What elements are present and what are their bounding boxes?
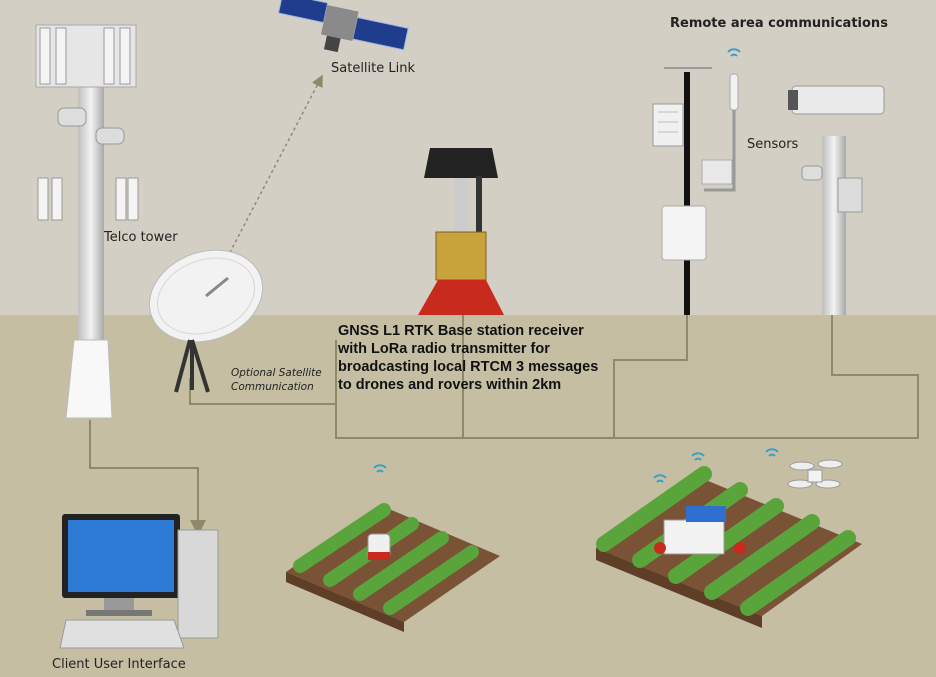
remote-area-label: Remote area communications: [670, 16, 888, 31]
telco-tower-icon: [35, 24, 139, 419]
sensors-label: Sensors: [747, 137, 799, 152]
robot-rover-icon: [367, 533, 391, 560]
camera-pole-icon: [788, 85, 885, 315]
weather-station-icon: [652, 67, 739, 315]
optional-satellite-line-2: Communication: [231, 381, 314, 393]
gnss-line-4: to drones and rovers within 2km: [338, 377, 562, 393]
computer-icon: [59, 514, 219, 649]
satellite-dish-icon: [148, 249, 264, 393]
optional-satellite-label: Optional Satellite Communication: [231, 366, 322, 394]
connector-bus: [335, 315, 919, 439]
telco-tower-label: Telco tower: [104, 230, 178, 245]
wifi-icon: [373, 48, 779, 483]
gnss-base-station-icon: [418, 148, 504, 315]
client-ui-label: Client User Interface: [52, 657, 186, 672]
gnss-line-3: broadcasting local RTCM 3 messages: [338, 359, 599, 375]
crop-field-icon: [596, 466, 862, 628]
connector-weather: [613, 315, 688, 438]
background-lower: [0, 315, 936, 677]
satellite-icon: [277, 0, 409, 53]
gnss-line-2: with LoRa radio transmitter for: [338, 341, 550, 357]
crop-field-icon: [286, 503, 500, 632]
gnss-line-1: GNSS L1 RTK Base station receiver: [338, 323, 584, 339]
drone-icon: [787, 459, 843, 489]
robot-rover-icon: [654, 506, 746, 555]
connector-lines: [89, 74, 919, 536]
satellite-link-label: Satellite Link: [331, 61, 415, 76]
connector-telco-to-pc: [89, 420, 206, 536]
gnss-description: GNSS L1 RTK Base station receiver with L…: [338, 322, 598, 394]
optional-satellite-line-1: Optional Satellite: [231, 367, 322, 379]
